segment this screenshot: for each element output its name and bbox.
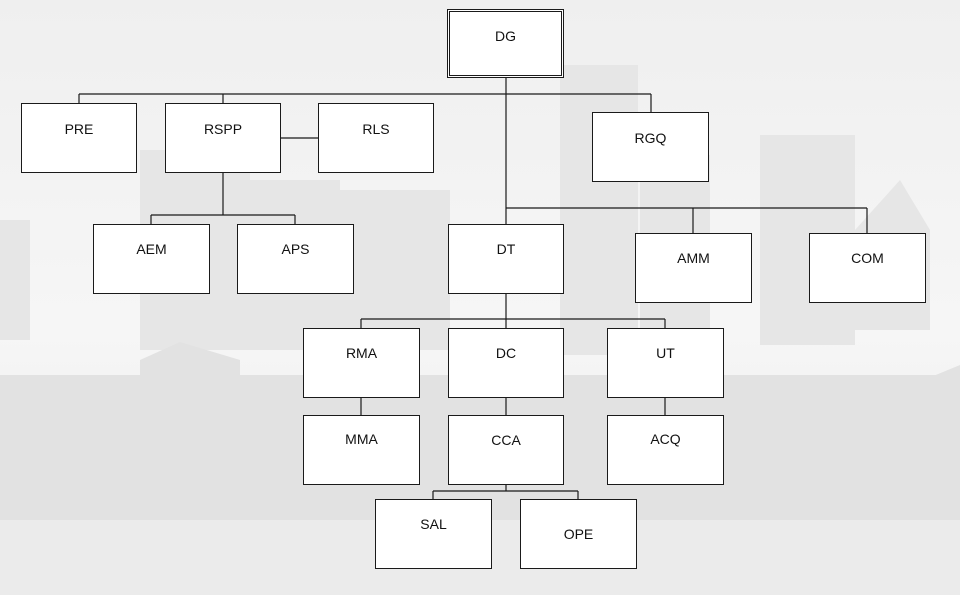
node-aps: APS <box>237 224 354 294</box>
node-rspp-label: RSPP <box>203 121 243 137</box>
node-dt-label: DT <box>496 241 516 257</box>
node-mma: MMA <box>303 415 420 485</box>
node-rma: RMA <box>303 328 420 398</box>
node-dg-label: DG <box>495 28 516 44</box>
node-pre: PRE <box>21 103 137 173</box>
node-rspp: RSPP <box>165 103 281 173</box>
node-ope: OPE <box>520 499 637 569</box>
node-rma-label: RMA <box>345 345 378 361</box>
node-ut-label: UT <box>656 345 675 361</box>
node-aps-label: APS <box>281 241 310 257</box>
node-aem-label: AEM <box>136 241 167 257</box>
node-amm: AMM <box>635 233 752 303</box>
node-cca: CCA <box>448 415 564 485</box>
node-rls: RLS <box>318 103 434 173</box>
node-aem: AEM <box>93 224 210 294</box>
node-com: COM <box>809 233 926 303</box>
node-amm-label: AMM <box>677 250 710 266</box>
node-acq-label: ACQ <box>650 431 681 447</box>
node-dt: DT <box>448 224 564 294</box>
node-com-label: COM <box>851 250 884 266</box>
node-dc-label: DC <box>495 345 517 361</box>
node-acq: ACQ <box>607 415 724 485</box>
node-mma-label: MMA <box>345 431 378 447</box>
node-dc: DC <box>448 328 564 398</box>
node-sal: SAL <box>375 499 492 569</box>
node-rls-label: RLS <box>362 121 390 137</box>
node-ope-label: OPE <box>563 526 594 542</box>
node-sal-label: SAL <box>420 516 447 532</box>
node-rgq: RGQ <box>592 112 709 182</box>
node-rgq-label: RGQ <box>634 130 667 146</box>
node-dg: DG <box>447 9 564 78</box>
node-pre-label: PRE <box>64 121 94 137</box>
node-cca-label: CCA <box>491 432 521 448</box>
node-ut: UT <box>607 328 724 398</box>
